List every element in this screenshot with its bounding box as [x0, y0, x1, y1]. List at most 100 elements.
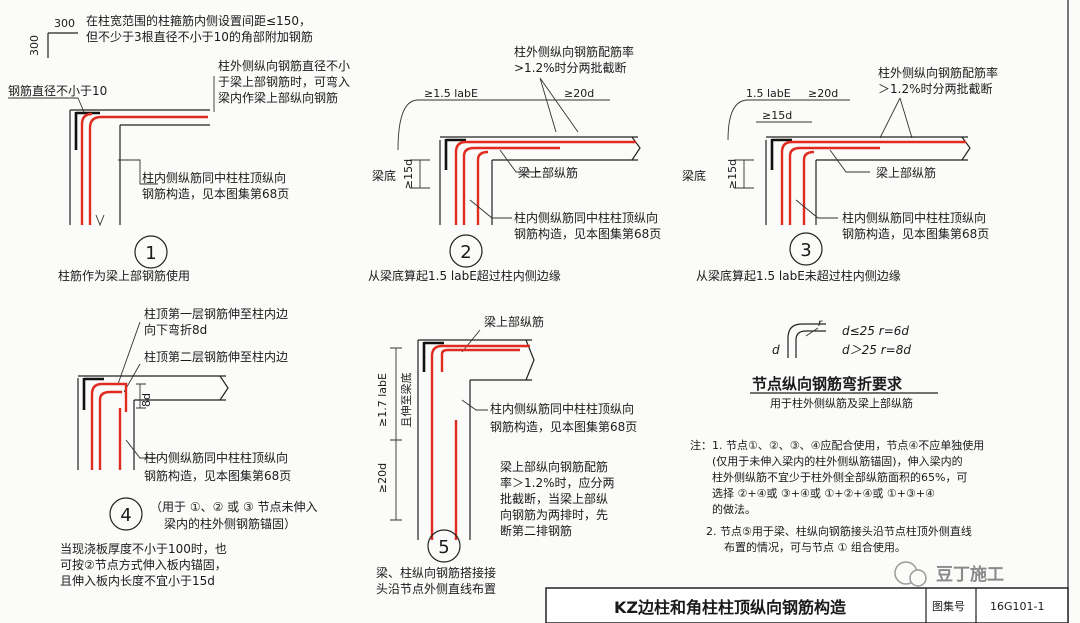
node-number: 2 [460, 242, 471, 263]
inner-bar-note-line1: 柱内侧纵筋同中柱柱顶纵向 [490, 401, 634, 416]
dim-20d: ≥20d [376, 463, 389, 493]
inner-bar-note-line1: 柱内侧纵筋同中柱柱顶纵向 [842, 210, 986, 225]
outer-column-bar [780, 140, 966, 225]
note-1-line2: (仅用于未伸入梁内的柱外侧纵筋锚固)，伸入梁内的 [712, 454, 963, 468]
dim-300-horizontal: 300 [54, 17, 75, 30]
dim-15labE: ≥1.5 labE [424, 87, 478, 100]
outer-column-bar-2 [80, 112, 93, 225]
inner-bar-note-line2: 钢筋构造，见本图集第68页 [842, 226, 989, 241]
ratio-note-line1: 梁上部纵向钢筋配筋 [500, 459, 608, 474]
node-2-detail: 柱外侧纵向钢筋配筋率 >1.2%时分两批截断 ≥1.5 labE ≥20d ≥1… [368, 44, 661, 283]
bent-bar-outer [787, 323, 826, 358]
dim-15d: ≥15d [402, 159, 415, 189]
leader-inner-bar [469, 199, 512, 219]
bend-requirement-detail: d r d≤25 r=6d d＞25 r=8d 节点纵向钢筋弯折要求 用于柱外侧… [750, 318, 938, 410]
corner-added-bar [770, 138, 792, 170]
outer-column-bar [88, 115, 208, 225]
column-beam-outline [765, 136, 968, 225]
leader-beam-top [499, 149, 540, 173]
node-number: 3 [800, 240, 811, 261]
beam-bottom-label: 梁底 [682, 168, 706, 183]
corner-added-bar [422, 341, 444, 372]
column-slab-outline [77, 375, 226, 470]
title-block-frame [545, 587, 1069, 623]
column-beam-outline [439, 136, 638, 225]
note-1-line3: 柱外侧纵筋不宜少于柱外侧全部纵筋面积的65%，可 [712, 470, 967, 484]
watermark-text: 豆丁施工 [936, 564, 1004, 585]
leader-inner-bar [118, 159, 158, 185]
slab-note-line3: 且伸入板内长度不宜小于15d [60, 573, 215, 588]
bend-rule-1: d≤25 r=6d [842, 324, 909, 338]
use-note-line2: 梁内的柱外侧钢筋锚固） [164, 516, 296, 531]
bend-rule-2: d＞25 r=8d [842, 343, 911, 357]
atlas-number: 16G101-1 [990, 600, 1044, 613]
bend-radius-label: r [818, 318, 823, 329]
dim-line-vertical [390, 347, 402, 521]
outer-column-bar [454, 140, 636, 225]
leader-beam-top [829, 149, 870, 173]
outer-bar-note-line3: 梁内作梁上部纵向钢筋 [218, 90, 338, 105]
inner-bar-note-line2: 钢筋构造，见本图集第68页 [144, 468, 291, 483]
beam-top-label: 梁上部纵筋 [876, 165, 936, 180]
node-3-detail: 柱外侧纵向钢筋配筋率 ＞1.2%时分两批截断 1.5 labE ≥20d ≥15… [682, 65, 998, 283]
inner-column-bar [802, 150, 815, 225]
node-number: 4 [120, 505, 131, 526]
ratio-note-line2: ＞1.2%时分两批截断 [878, 81, 993, 96]
node-number-circle [449, 234, 483, 268]
leader-diameter-tip [77, 97, 85, 113]
ratio-note-line1: 柱外侧纵向钢筋配筋率 [514, 44, 634, 59]
dim-8d: 8d [140, 393, 153, 407]
notes-block: 注：1. 节点①、②、③、④应配合使用，节点④不应单独使用 (仅用于未伸入梁内的… [690, 438, 984, 554]
ratio-leaders [539, 77, 579, 133]
dim-15d-top: ≥15d [762, 109, 792, 122]
dim-line-15lab [727, 99, 808, 141]
inner-bar-note-line2: 钢筋构造，见本图集第68页 [490, 419, 637, 434]
outer-column-bar [430, 344, 530, 540]
beam-top-bar [440, 348, 520, 372]
column-outline [69, 109, 210, 225]
node-number-circle [427, 529, 461, 563]
bar-diameter-label: d [772, 343, 780, 357]
beam-top-label: 梁上部纵筋 [484, 314, 544, 329]
radius-leader [805, 327, 819, 337]
node-caption: 从梁底算起1.5 labE超过柱内侧边缘 [368, 268, 561, 283]
drawing-title: KZ边柱和角柱柱顶纵向钢筋构造 [614, 598, 847, 617]
wechat-icon-small [909, 569, 927, 587]
beam-break [961, 136, 971, 161]
layer1-bar [90, 382, 128, 470]
title-block: KZ边柱和角柱柱顶纵向钢筋构造 图集号 16G101-1 [545, 587, 1069, 623]
node-5-detail: 梁上部纵筋 ≥1.7 labE 且伸至梁底 ≥20d 柱内侧纵筋同中柱柱顶纵向 … [376, 314, 637, 596]
corner-bar-note-line1: 在柱宽范围的柱箍筋内侧设置间距≤150， [86, 13, 311, 28]
note-1-line5: 的做法。 [712, 502, 756, 516]
break-mark [95, 214, 105, 227]
slab-break [219, 375, 229, 401]
atlas-label: 图集号 [932, 599, 965, 613]
inner-bar-note-line2: 钢筋构造，见本图集第68页 [142, 186, 289, 201]
ratio-note-line3: 批截断，当梁上部纵 [500, 491, 608, 506]
dim-to-beam-bottom: 且伸至梁底 [399, 373, 413, 428]
corner-added-bar [74, 111, 100, 150]
inner-bar-note-line1: 柱内侧纵筋同中柱柱顶纵向 [144, 450, 288, 465]
note-2-line1: 2. 节点⑤用于梁、柱纵向钢筋接头沿节点柱顶外侧直线 [706, 524, 972, 538]
use-note-line1: （用于 ①、② 或 ③ 节点未伸入 [150, 500, 318, 514]
corner-bar-dim-leader [47, 32, 78, 58]
dim-300-vertical: 300 [28, 35, 41, 56]
outer-column-bar-2 [462, 146, 560, 225]
dim-line-15d [410, 159, 430, 189]
layer1-note-line2: 向下弯折8d [144, 322, 207, 337]
watermark: 豆丁施工 [894, 561, 1004, 587]
ratio-leaders [879, 97, 913, 139]
corner-added-bar [82, 377, 104, 410]
diameter-note: 钢筋直径不小于10 [8, 83, 107, 98]
dim-20d: ≥20d [564, 87, 594, 100]
beam-top-label: 梁上部纵筋 [518, 165, 578, 180]
leader-beam-top [461, 329, 481, 353]
node-number-circle [789, 232, 823, 266]
dim-line-15lab [397, 99, 560, 151]
note-1-line1: 注：1. 节点①、②、③、④应配合使用，节点④不应单独使用 [690, 438, 984, 452]
node-caption-line2: 头沿节点外侧直线布置 [376, 582, 496, 596]
inner-bar-note-line1: 柱内侧纵筋同中柱柱顶纵向 [514, 210, 658, 225]
bend-title: 节点纵向钢筋弯折要求 [752, 375, 903, 393]
node-number: 5 [438, 537, 449, 558]
leader-inner-bar [461, 399, 488, 411]
